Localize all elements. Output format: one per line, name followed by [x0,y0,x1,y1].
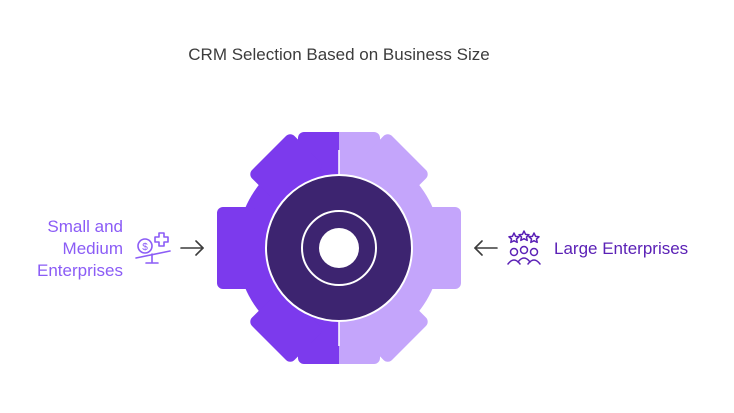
left-label-line-1: Small and [47,217,123,236]
diagram-title: CRM Selection Based on Business Size [188,45,490,64]
large-enterprises-label: Large Enterprises [554,239,689,258]
left-label-line-2: Medium [62,239,123,258]
left-label-line-3: Enterprises [37,261,123,280]
small-medium-enterprises-label: Small and Medium Enterprises [0,216,123,282]
team-stars-icon [507,230,541,265]
money-scale-icon: $ [135,232,171,264]
left-arrow-icon [180,240,204,256]
gear [217,132,461,364]
svg-text:$: $ [142,242,148,253]
right-arrow-icon [474,240,498,256]
